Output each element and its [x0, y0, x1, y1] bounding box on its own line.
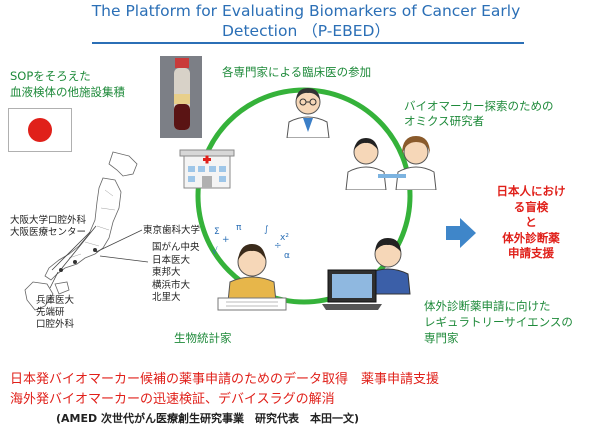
institution-tokyo-group: 国がん中央 日本医大 東邦大 横浜市大 北里大 — [152, 242, 200, 305]
svg-text:∫: ∫ — [264, 225, 269, 235]
role-regulatory-label-line-2: レギュラトリーサイエンスの — [424, 315, 573, 329]
institution-osaka-line-2: 大阪医療センター — [10, 227, 87, 238]
role-regulatory-label-line-1: 体外診断薬申請に向けた — [424, 299, 551, 313]
svg-text:+: + — [222, 235, 230, 245]
sop-label-line-1: SOPをそろえた — [10, 69, 91, 83]
goal-line: と — [525, 215, 537, 229]
goal-line: 日本人におけ — [496, 184, 566, 198]
role-omics-label-line-1: バイオマーカー探索のための — [404, 99, 554, 113]
regulatory-expert-laptop-icon — [322, 238, 411, 310]
goal-text: 日本人におけ る盲検 と 体外診断薬 申請支援 — [486, 184, 576, 262]
institution-tokyo-dental: 東京歯科大学 — [143, 225, 201, 236]
role-regulatory-label-line-3: 専門家 — [424, 331, 459, 345]
svg-text:x²: x² — [280, 233, 289, 243]
blood-sample-tube-photo — [160, 56, 202, 138]
goal-line: 体外診断薬 — [502, 230, 560, 245]
clinician-doctor-icon — [286, 88, 330, 138]
institution-osaka-line-1: 大阪大学口腔外科 — [10, 215, 87, 226]
institution-tokyo-item: 東邦大 — [152, 267, 181, 278]
svg-text:π: π — [236, 223, 242, 233]
institution-hyogo-line-2: 先端研 — [36, 307, 65, 318]
institution-tokyo-item: 日本医大 — [152, 254, 191, 266]
hospital-icon — [179, 149, 235, 189]
omics-researchers-icon — [345, 136, 437, 190]
japan-flag-icon — [8, 108, 72, 152]
svg-text:α: α — [284, 251, 290, 261]
institution-tokyo-item: 横浜市大 — [152, 279, 191, 291]
institution-tokyo-item: 北里大 — [152, 292, 181, 303]
arrow-right-icon — [446, 218, 476, 248]
role-omics-label-line-2: オミクス研究者 — [404, 114, 485, 128]
title-line-2: Detection （P-EBED） — [222, 22, 390, 40]
sop-label-line-2: 血液検体の他施設集積 — [10, 85, 125, 99]
institution-hyogo-line-3: 口腔外科 — [36, 319, 75, 330]
institution-hyogo-line-1: 兵庫医大 — [36, 295, 75, 306]
goal-line: る盲検 — [513, 199, 549, 214]
bottom-line-3-credit: (AMED 次世代がん医療創生研究事業 研究代表 本田一文) — [56, 412, 359, 425]
title-line-1: The Platform for Evaluating Biomarkers o… — [91, 2, 521, 20]
svg-text:√: √ — [212, 246, 218, 257]
role-statistician-label: 生物統計家 — [174, 331, 232, 345]
svg-text:÷: ÷ — [274, 241, 282, 251]
title-underline — [92, 42, 524, 44]
role-clinician-label: 各専門家による臨床医の参加 — [222, 65, 372, 79]
institution-tokyo-item: 国がん中央 — [152, 242, 200, 253]
svg-text:Σ: Σ — [214, 227, 220, 237]
bottom-line-1: 日本発バイオマーカー候補の薬事申請のためのデータ取得 薬事申請支援 — [10, 372, 440, 387]
goal-line: 申請支援 — [508, 246, 554, 260]
bottom-line-2: 海外発バイオマーカーの迅速検証、デバイスラグの解消 — [10, 392, 335, 407]
